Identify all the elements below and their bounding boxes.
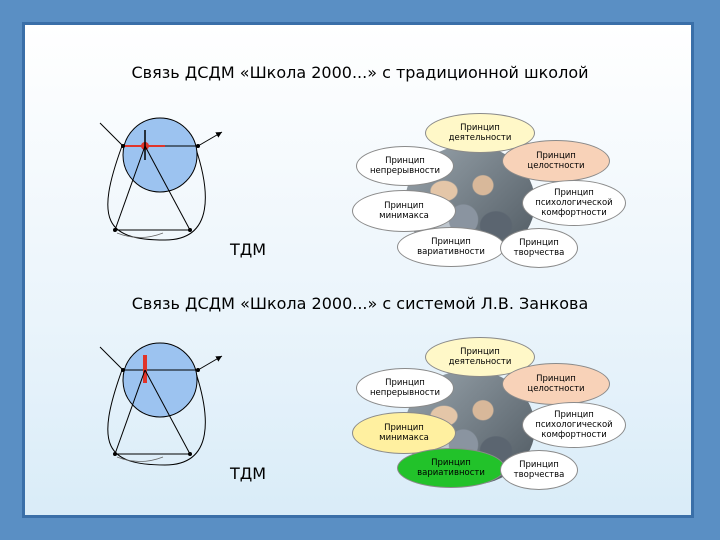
principle-activity-2: Принцип деятельности — [425, 337, 535, 377]
tdm-label-2: ТДМ — [230, 464, 267, 483]
principle-creativity-1: Принцип творчества — [500, 228, 578, 268]
section2-title: Связь ДСДМ «Школа 2000...» с системой Л.… — [131, 294, 589, 313]
tdm-diagram-2 — [99, 342, 223, 466]
principle-integrity-1: Принцип целостности — [502, 140, 610, 182]
goal-circle-2 — [122, 342, 198, 418]
section1-title: Связь ДСДМ «Школа 2000...» с традиционно… — [131, 63, 589, 82]
principle-creativity-2: Принцип творчества — [500, 450, 578, 490]
principle-minimax-1: Принцип минимакса — [352, 190, 456, 232]
tdm-label-1: ТДМ — [230, 240, 267, 259]
principle-minimax-2: Принцип минимакса — [352, 412, 456, 454]
principle-comfort-1: Принцип психологической комфортности — [522, 180, 626, 226]
principle-integrity-2: Принцип целостности — [502, 363, 610, 405]
principle-variability-1: Принцип вариативности — [397, 227, 505, 267]
principle-variability-2: Принцип вариативности — [397, 448, 505, 488]
principle-continuity-1: Принцип непрерывности — [356, 146, 454, 186]
goal-circle-1 — [122, 117, 198, 193]
tdm-diagram-1 — [99, 117, 223, 241]
principle-continuity-2: Принцип непрерывности — [356, 368, 454, 408]
principle-comfort-2: Принцип психологической комфортности — [522, 402, 626, 448]
